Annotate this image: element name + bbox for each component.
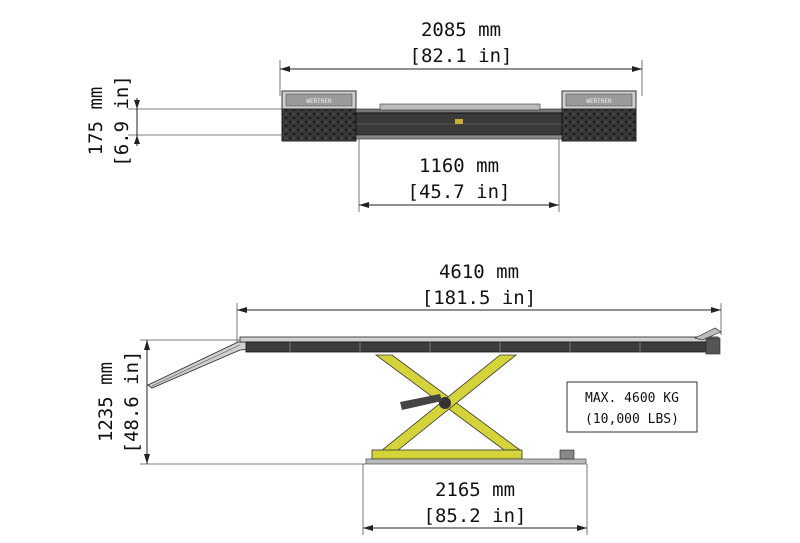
dim-base-length: 2165 mm [85.2 in] xyxy=(362,464,588,535)
platform-deck xyxy=(239,327,722,355)
scissor-mechanism xyxy=(365,354,587,465)
capacity-lbs: (10,000 LBS) xyxy=(585,412,679,427)
side-view: 4610 mm [181.5 in] xyxy=(95,261,722,535)
capacity-kg: MAX. 4600 KG xyxy=(585,391,679,406)
dim-inner-width: 1160 mm [45.7 in] xyxy=(358,139,560,212)
dim-overall-width: 2085 mm [82.1 in] xyxy=(279,19,643,96)
dim-height-top: 175 mm [6.9 in] xyxy=(85,75,282,167)
base-length-in: [85.2 in] xyxy=(424,505,527,527)
center-frame xyxy=(355,103,563,140)
right-pad-brand: WERTHER xyxy=(586,98,612,105)
ramp xyxy=(147,341,257,389)
dim-height-side: 1235 mm [48.6 in] xyxy=(95,339,366,465)
dim-platform-length: 4610 mm [181.5 in] xyxy=(236,261,722,345)
inner-width-in: [45.7 in] xyxy=(408,181,511,203)
overall-width-in: [82.1 in] xyxy=(410,45,513,67)
capacity-box: MAX. 4600 KG (10,000 LBS) xyxy=(566,381,698,433)
side-height-in: [48.6 in] xyxy=(121,351,143,454)
left-pad-brand: WERTHER xyxy=(306,98,332,105)
platform-length-mm: 4610 mm xyxy=(439,261,519,283)
top-height-in: [6.9 in] xyxy=(111,75,133,167)
right-pad: WERTHER xyxy=(561,90,637,142)
overall-width-mm: 2085 mm xyxy=(421,19,501,41)
side-height-mm: 1235 mm xyxy=(95,362,117,442)
inner-width-mm: 1160 mm xyxy=(419,155,499,177)
top-height-mm: 175 mm xyxy=(85,87,107,156)
base-length-mm: 2165 mm xyxy=(435,479,515,501)
left-pad: WERTHER xyxy=(281,90,357,142)
platform-length-in: [181.5 in] xyxy=(422,287,536,309)
top-view: 2085 mm [82.1 in] WERTHER WERTHER xyxy=(85,19,643,212)
